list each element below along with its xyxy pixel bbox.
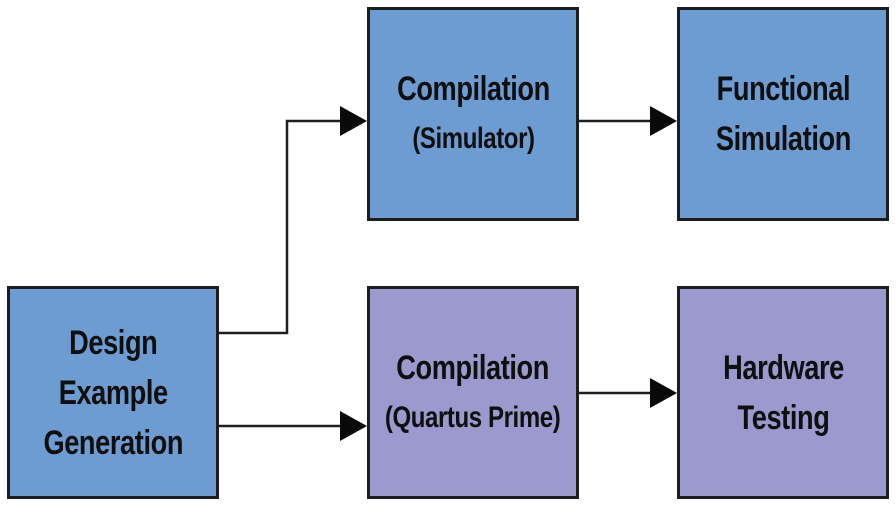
node-label: Compilation (Simulator) — [397, 64, 550, 164]
node-label: Compilation (Quartus Prime) — [385, 343, 561, 443]
node-label-line: Generation — [43, 423, 183, 462]
node-label-line: Hardware — [722, 348, 844, 387]
node-label-line: Design — [68, 323, 158, 362]
node-label: Hardware Testing — [723, 343, 844, 443]
arrow-design-to-compilation-quartus-prime — [219, 411, 367, 441]
node-compilation-quartus-prime: Compilation (Quartus Prime) — [367, 286, 579, 499]
arrow-compilation-quartus-prime-to-hardware-testing — [579, 378, 677, 408]
node-label: Functional Simulation — [715, 64, 850, 164]
arrow-design-to-compilation-simulator — [219, 106, 367, 335]
node-label: Design Example Generation — [43, 318, 183, 468]
node-label-line: Example — [58, 373, 168, 412]
node-label-line: Functional — [716, 70, 850, 108]
node-design-example-generation: Design Example Generation — [7, 286, 219, 499]
node-label-line: Compilation — [396, 348, 550, 387]
arrow-compilation-simulator-to-functional-simulation — [579, 106, 677, 136]
node-label-line: Compilation — [396, 70, 550, 108]
node-label-subtitle: (Quartus Prime) — [385, 400, 561, 434]
node-label-line: Simulation — [715, 120, 851, 158]
node-label-line: Testing — [737, 398, 829, 437]
node-label-subtitle: (Simulator) — [411, 122, 535, 155]
node-compilation-simulator: Compilation (Simulator) — [367, 7, 579, 221]
node-functional-simulation: Functional Simulation — [677, 7, 889, 221]
node-hardware-testing: Hardware Testing — [677, 286, 889, 499]
